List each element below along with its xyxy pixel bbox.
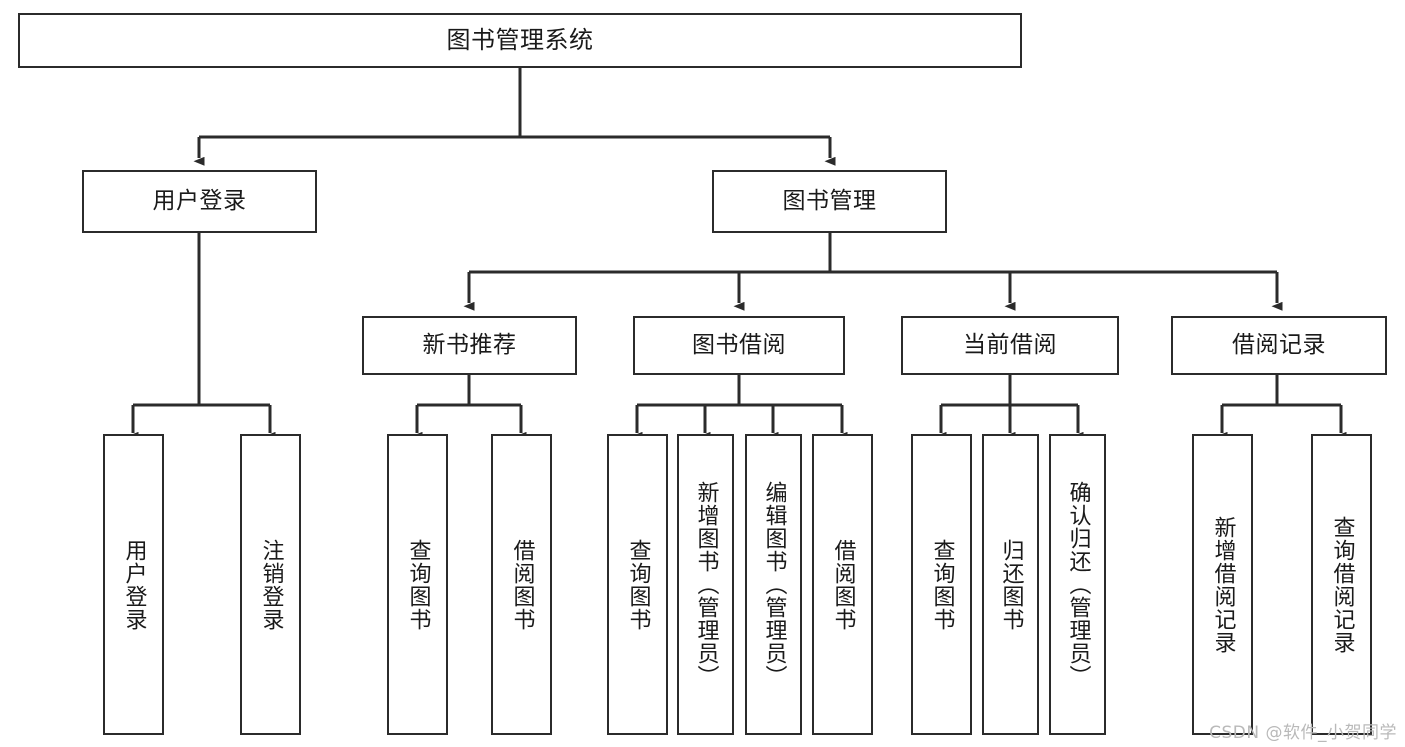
node-book-borrow[interactable]: 图书借阅: [633, 316, 845, 375]
leaf-user-login[interactable]: 用户登录: [103, 434, 164, 735]
node-root-system[interactable]: 图书管理系统: [18, 13, 1022, 68]
node-label: 确认归还（管理员）: [1065, 481, 1091, 688]
node-label: 归还图书: [998, 538, 1024, 631]
node-label: 新增借阅记录: [1210, 515, 1236, 654]
node-label: 图书借阅: [692, 331, 786, 358]
node-label: 查询图书: [929, 538, 955, 631]
leaf-borrow-book[interactable]: 借阅图书: [812, 434, 873, 735]
node-book-management[interactable]: 图书管理: [712, 170, 947, 233]
leaf-borrow-book-recommend[interactable]: 借阅图书: [491, 434, 552, 735]
leaf-query-book-borrow[interactable]: 查询图书: [607, 434, 668, 735]
leaf-query-borrow-record[interactable]: 查询借阅记录: [1311, 434, 1372, 735]
node-user-login[interactable]: 用户登录: [82, 170, 317, 233]
node-label: 编辑图书（管理员）: [761, 481, 787, 688]
leaf-add-book-admin[interactable]: 新增图书（管理员）: [677, 434, 734, 735]
node-new-book-recommend[interactable]: 新书推荐: [362, 316, 577, 375]
node-label: 用户登录: [152, 187, 247, 214]
node-label: 借阅记录: [1232, 331, 1326, 358]
node-label: 借阅图书: [509, 538, 535, 631]
leaf-confirm-return-admin[interactable]: 确认归还（管理员）: [1049, 434, 1106, 735]
node-label: 图书管理系统: [446, 26, 594, 55]
node-label: 注销登录: [258, 538, 284, 631]
node-label: 用户登录: [121, 538, 147, 631]
leaf-logout[interactable]: 注销登录: [240, 434, 301, 735]
leaf-query-book-recommend[interactable]: 查询图书: [387, 434, 448, 735]
node-label: 查询借阅记录: [1329, 515, 1355, 654]
leaf-return-book[interactable]: 归还图书: [982, 434, 1039, 735]
node-label: 新书推荐: [422, 331, 517, 358]
node-label: 借阅图书: [830, 538, 856, 631]
node-borrow-record[interactable]: 借阅记录: [1171, 316, 1387, 375]
node-label: 查询图书: [625, 538, 651, 631]
node-label: 新增图书（管理员）: [693, 481, 719, 688]
leaf-edit-book-admin[interactable]: 编辑图书（管理员）: [745, 434, 802, 735]
leaf-add-borrow-record[interactable]: 新增借阅记录: [1192, 434, 1253, 735]
node-label: 图书管理: [782, 187, 877, 214]
node-label: 当前借阅: [963, 331, 1057, 358]
node-current-borrow[interactable]: 当前借阅: [901, 316, 1119, 375]
leaf-query-book-current[interactable]: 查询图书: [911, 434, 972, 735]
node-label: 查询图书: [405, 538, 431, 631]
